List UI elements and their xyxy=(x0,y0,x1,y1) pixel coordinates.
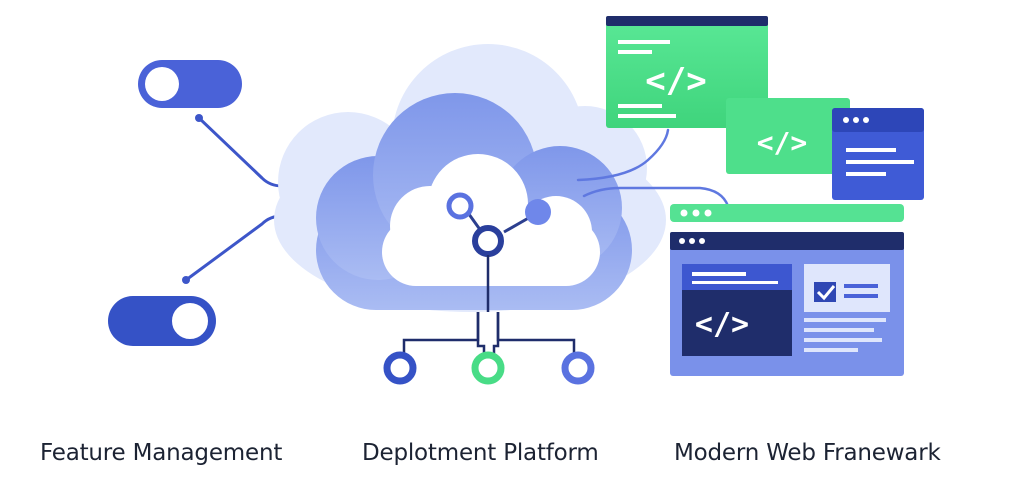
caption-deployment-platform: Deplotment Platform xyxy=(362,440,599,466)
cloud-icon xyxy=(274,44,666,312)
network-nodes-icon xyxy=(446,192,551,257)
cloud-tree-lines xyxy=(402,255,576,356)
code-glyph: </> xyxy=(695,307,749,342)
cloud-to-window-lines xyxy=(576,128,730,208)
code-glyph: </> xyxy=(757,126,808,159)
caption-feature-management: Feature Management xyxy=(40,440,283,466)
toggle-off-icon xyxy=(108,296,216,346)
browser-window-large: </> xyxy=(670,232,904,376)
toggle-on-icon xyxy=(138,60,242,108)
checkbox-checked-icon xyxy=(804,264,890,312)
address-bar xyxy=(670,204,904,222)
caption-modern-web-framework: Modern Web Franewark xyxy=(674,440,941,466)
code-window-icon: </> xyxy=(726,98,850,174)
cloud-leaf-nodes xyxy=(383,351,595,385)
browser-window-small xyxy=(832,108,924,200)
code-glyph: </> xyxy=(645,61,706,101)
